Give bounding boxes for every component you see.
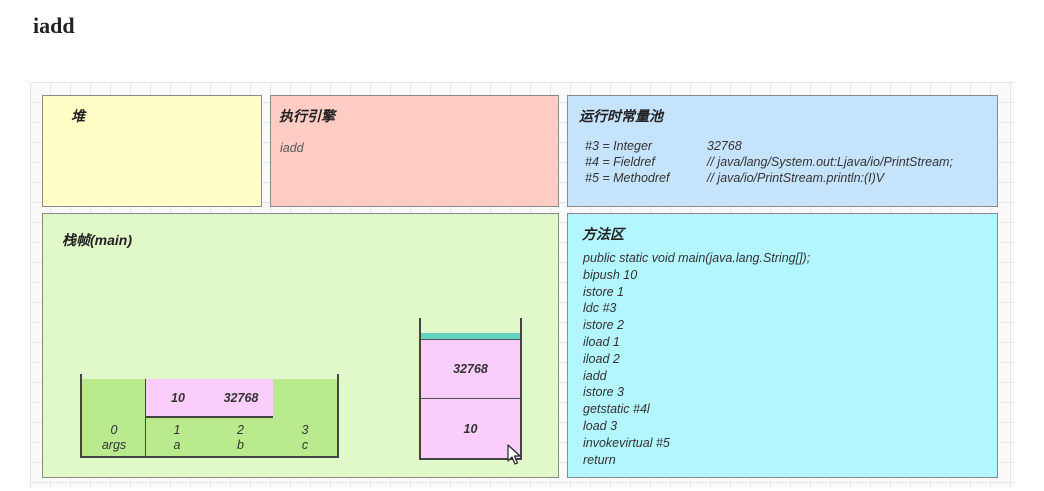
bytecode-line: return [583, 452, 616, 467]
pool-entry-value: 32768 [707, 139, 742, 153]
bytecode-line: iadd [583, 368, 607, 383]
stack-frame-label: 栈帧(main) [62, 232, 132, 248]
local-var-slot-0: 0 args [82, 379, 146, 456]
local-vars-floor [80, 456, 339, 458]
local-var-value: 32768 [223, 391, 259, 405]
local-var-name: a [173, 438, 181, 452]
bytecode-listing: public static void main(java.lang.String… [583, 250, 810, 468]
bytecode-line: load 3 [583, 418, 618, 433]
heap-label: 堆 [71, 108, 85, 124]
heap-panel: 堆 [42, 95, 262, 207]
operand-stack-left-wall [419, 318, 421, 460]
pool-entry-value: // java/io/PrintStream.println:(I)V [707, 171, 885, 185]
operand-stack-slot-bottom: 10 [421, 398, 520, 458]
local-var-index: 3 [301, 423, 309, 437]
local-vars-left-wall [80, 374, 82, 458]
local-vars-right-wall [337, 374, 339, 458]
local-var-divider [145, 417, 273, 418]
method-area-panel: 方法区 public static void main(java.lang.St… [567, 213, 998, 478]
bytecode-line: invokevirtual #5 [583, 435, 670, 450]
local-var-index: 0 [110, 423, 118, 437]
method-area-label: 方法区 [582, 226, 624, 242]
constant-pool-label: 运行时常量池 [579, 108, 663, 124]
local-var-index: 1 [173, 423, 181, 437]
bytecode-line: istore 2 [583, 318, 624, 333]
constant-pool-panel: 运行时常量池 #3 = Integer 32768 #4 = Fieldref … [567, 95, 998, 207]
operand-stack-value: 32768 [453, 362, 488, 376]
pool-entry-ref: #4 = Fieldref [585, 155, 655, 169]
local-var-name: b [237, 438, 244, 452]
local-var-name: c [301, 438, 309, 452]
local-var-index: 2 [237, 423, 244, 437]
pool-entry-ref: #5 = Methodref [585, 171, 670, 185]
bytecode-line: ldc #3 [583, 301, 617, 316]
local-var-name: args [101, 438, 127, 452]
local-var-value-cell: 10 [146, 379, 210, 417]
pool-entry-value: // java/lang/System.out:Ljava/io/PrintSt… [707, 155, 953, 169]
bytecode-line: bipush 10 [583, 267, 638, 282]
operand-stack-floor [419, 458, 522, 460]
local-var-value-cell: 32768 [209, 379, 273, 417]
mouse-cursor-icon [507, 444, 521, 465]
engine-label: 执行引擎 [279, 108, 335, 124]
operand-stack-top-marker [421, 333, 520, 339]
local-var-slot-3: 3 c [273, 379, 337, 456]
page-title: iadd [33, 13, 75, 38]
bytecode-line: iload 2 [583, 351, 620, 366]
current-instruction: iadd [280, 141, 304, 155]
operand-stack-value: 10 [463, 422, 478, 436]
operand-stack-right-wall [520, 318, 522, 460]
bytecode-line: public static void main(java.lang.String… [583, 251, 811, 265]
bytecode-line: istore 3 [583, 385, 624, 400]
execution-engine-panel: 执行引擎 iadd [270, 95, 559, 207]
operand-stack-slot-top: 32768 [421, 339, 520, 398]
bytecode-line: iload 1 [583, 334, 620, 349]
local-var-value: 10 [171, 391, 185, 405]
pool-entry-ref: #3 = Integer [585, 139, 653, 153]
bytecode-line: getstatic #4l [583, 402, 650, 417]
bytecode-line: istore 1 [583, 284, 624, 299]
